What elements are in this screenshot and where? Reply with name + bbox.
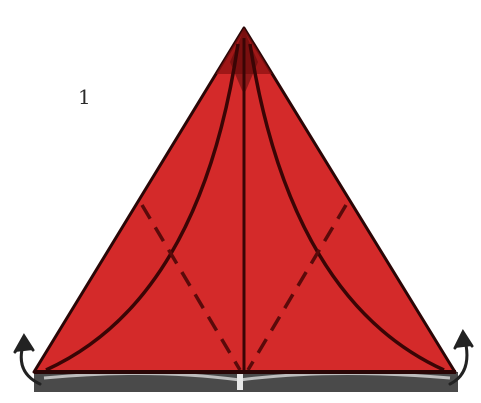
step-number: 1 [78, 85, 91, 109]
